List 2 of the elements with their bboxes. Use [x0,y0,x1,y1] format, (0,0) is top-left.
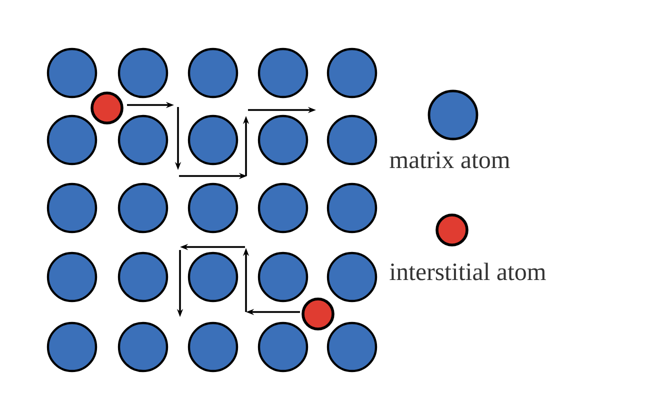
legend-label: matrix atom [390,152,510,168]
legend-label: interstitial atom [390,262,546,280]
